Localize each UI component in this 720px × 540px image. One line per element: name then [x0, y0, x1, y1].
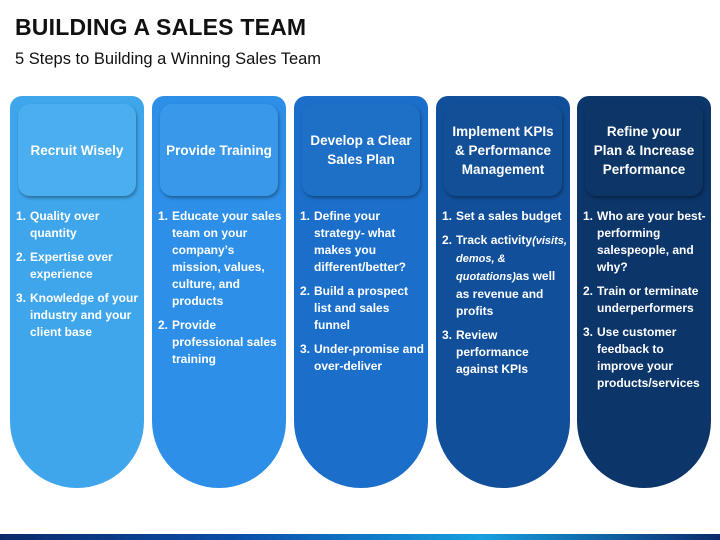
bottom-accent-bar: [0, 534, 720, 540]
step-heading: Develop a Clear Sales Plan: [310, 133, 412, 167]
step-item-list: 1.Quality over quantity 2.Expertise over…: [16, 208, 142, 348]
step-heading-box: Provide Training: [160, 104, 278, 196]
list-item: 3.Use customer feedback to improve your …: [583, 325, 700, 390]
step-column-recruit: Recruit Wisely 1.Quality over quantity 2…: [10, 96, 144, 488]
list-item: 3.Review performance against KPIs: [442, 328, 529, 376]
list-item: 1.Who are your best-performing salespeop…: [583, 209, 706, 274]
list-item: 2.Provide professional sales training: [158, 318, 277, 366]
page-title: BUILDING A SALES TEAM: [15, 14, 307, 40]
step-item-list: 1.Educate your sales team on your compan…: [158, 208, 284, 375]
list-item: 1.Set a sales budget: [442, 209, 562, 223]
list-item-text-tail: as well as revenue and profits: [456, 269, 556, 318]
step-column-sales-plan: Develop a Clear Sales Plan 1.Define your…: [294, 96, 428, 488]
list-item: 3.Under-promise and over-deliver: [300, 342, 425, 373]
list-item: 2.Expertise over experience: [16, 250, 113, 281]
step-column-training: Provide Training 1.Educate your sales te…: [152, 96, 286, 488]
step-heading: Recruit Wisely: [30, 142, 124, 158]
list-item: 2.Train or terminate underperformers: [583, 284, 699, 315]
step-item-list: 1.Set a sales budget 2.Track activity(vi…: [442, 208, 568, 385]
step-heading-box: Develop a Clear Sales Plan: [302, 104, 420, 196]
step-item-list: 1.Define your strategy- what makes you d…: [300, 208, 426, 382]
list-item: 2.Track activity(visits, demos, & quotat…: [442, 233, 567, 318]
step-heading-box: Refine your Plan & Increase Performance: [585, 104, 703, 196]
step-heading: Provide Training: [166, 142, 272, 158]
list-item: 1.Quality over quantity: [16, 209, 100, 240]
list-item-text: Track activity: [456, 233, 533, 247]
list-item: 1.Educate your sales team on your compan…: [158, 209, 282, 308]
list-item: 2.Build a prospect list and sales funnel: [300, 284, 409, 332]
list-item-italic-note: (visits, demos, & quotations): [456, 235, 567, 283]
list-item: 3.Knowledge of your industry and your cl…: [16, 291, 138, 339]
step-heading: Refine your Plan & Increase Performance: [593, 123, 695, 177]
list-item: 1.Define your strategy- what makes you d…: [300, 209, 407, 274]
step-heading-box: Recruit Wisely: [18, 104, 136, 196]
step-heading: Implement KPIs & Performance Management: [452, 123, 554, 177]
step-heading-box: Implement KPIs & Performance Management: [444, 104, 562, 196]
step-column-kpis: Implement KPIs & Performance Management …: [436, 96, 570, 488]
step-item-list: 1.Who are your best-performing salespeop…: [583, 208, 709, 399]
step-column-refine: Refine your Plan & Increase Performance …: [577, 96, 711, 488]
page-subtitle: 5 Steps to Building a Winning Sales Team: [15, 50, 322, 68]
